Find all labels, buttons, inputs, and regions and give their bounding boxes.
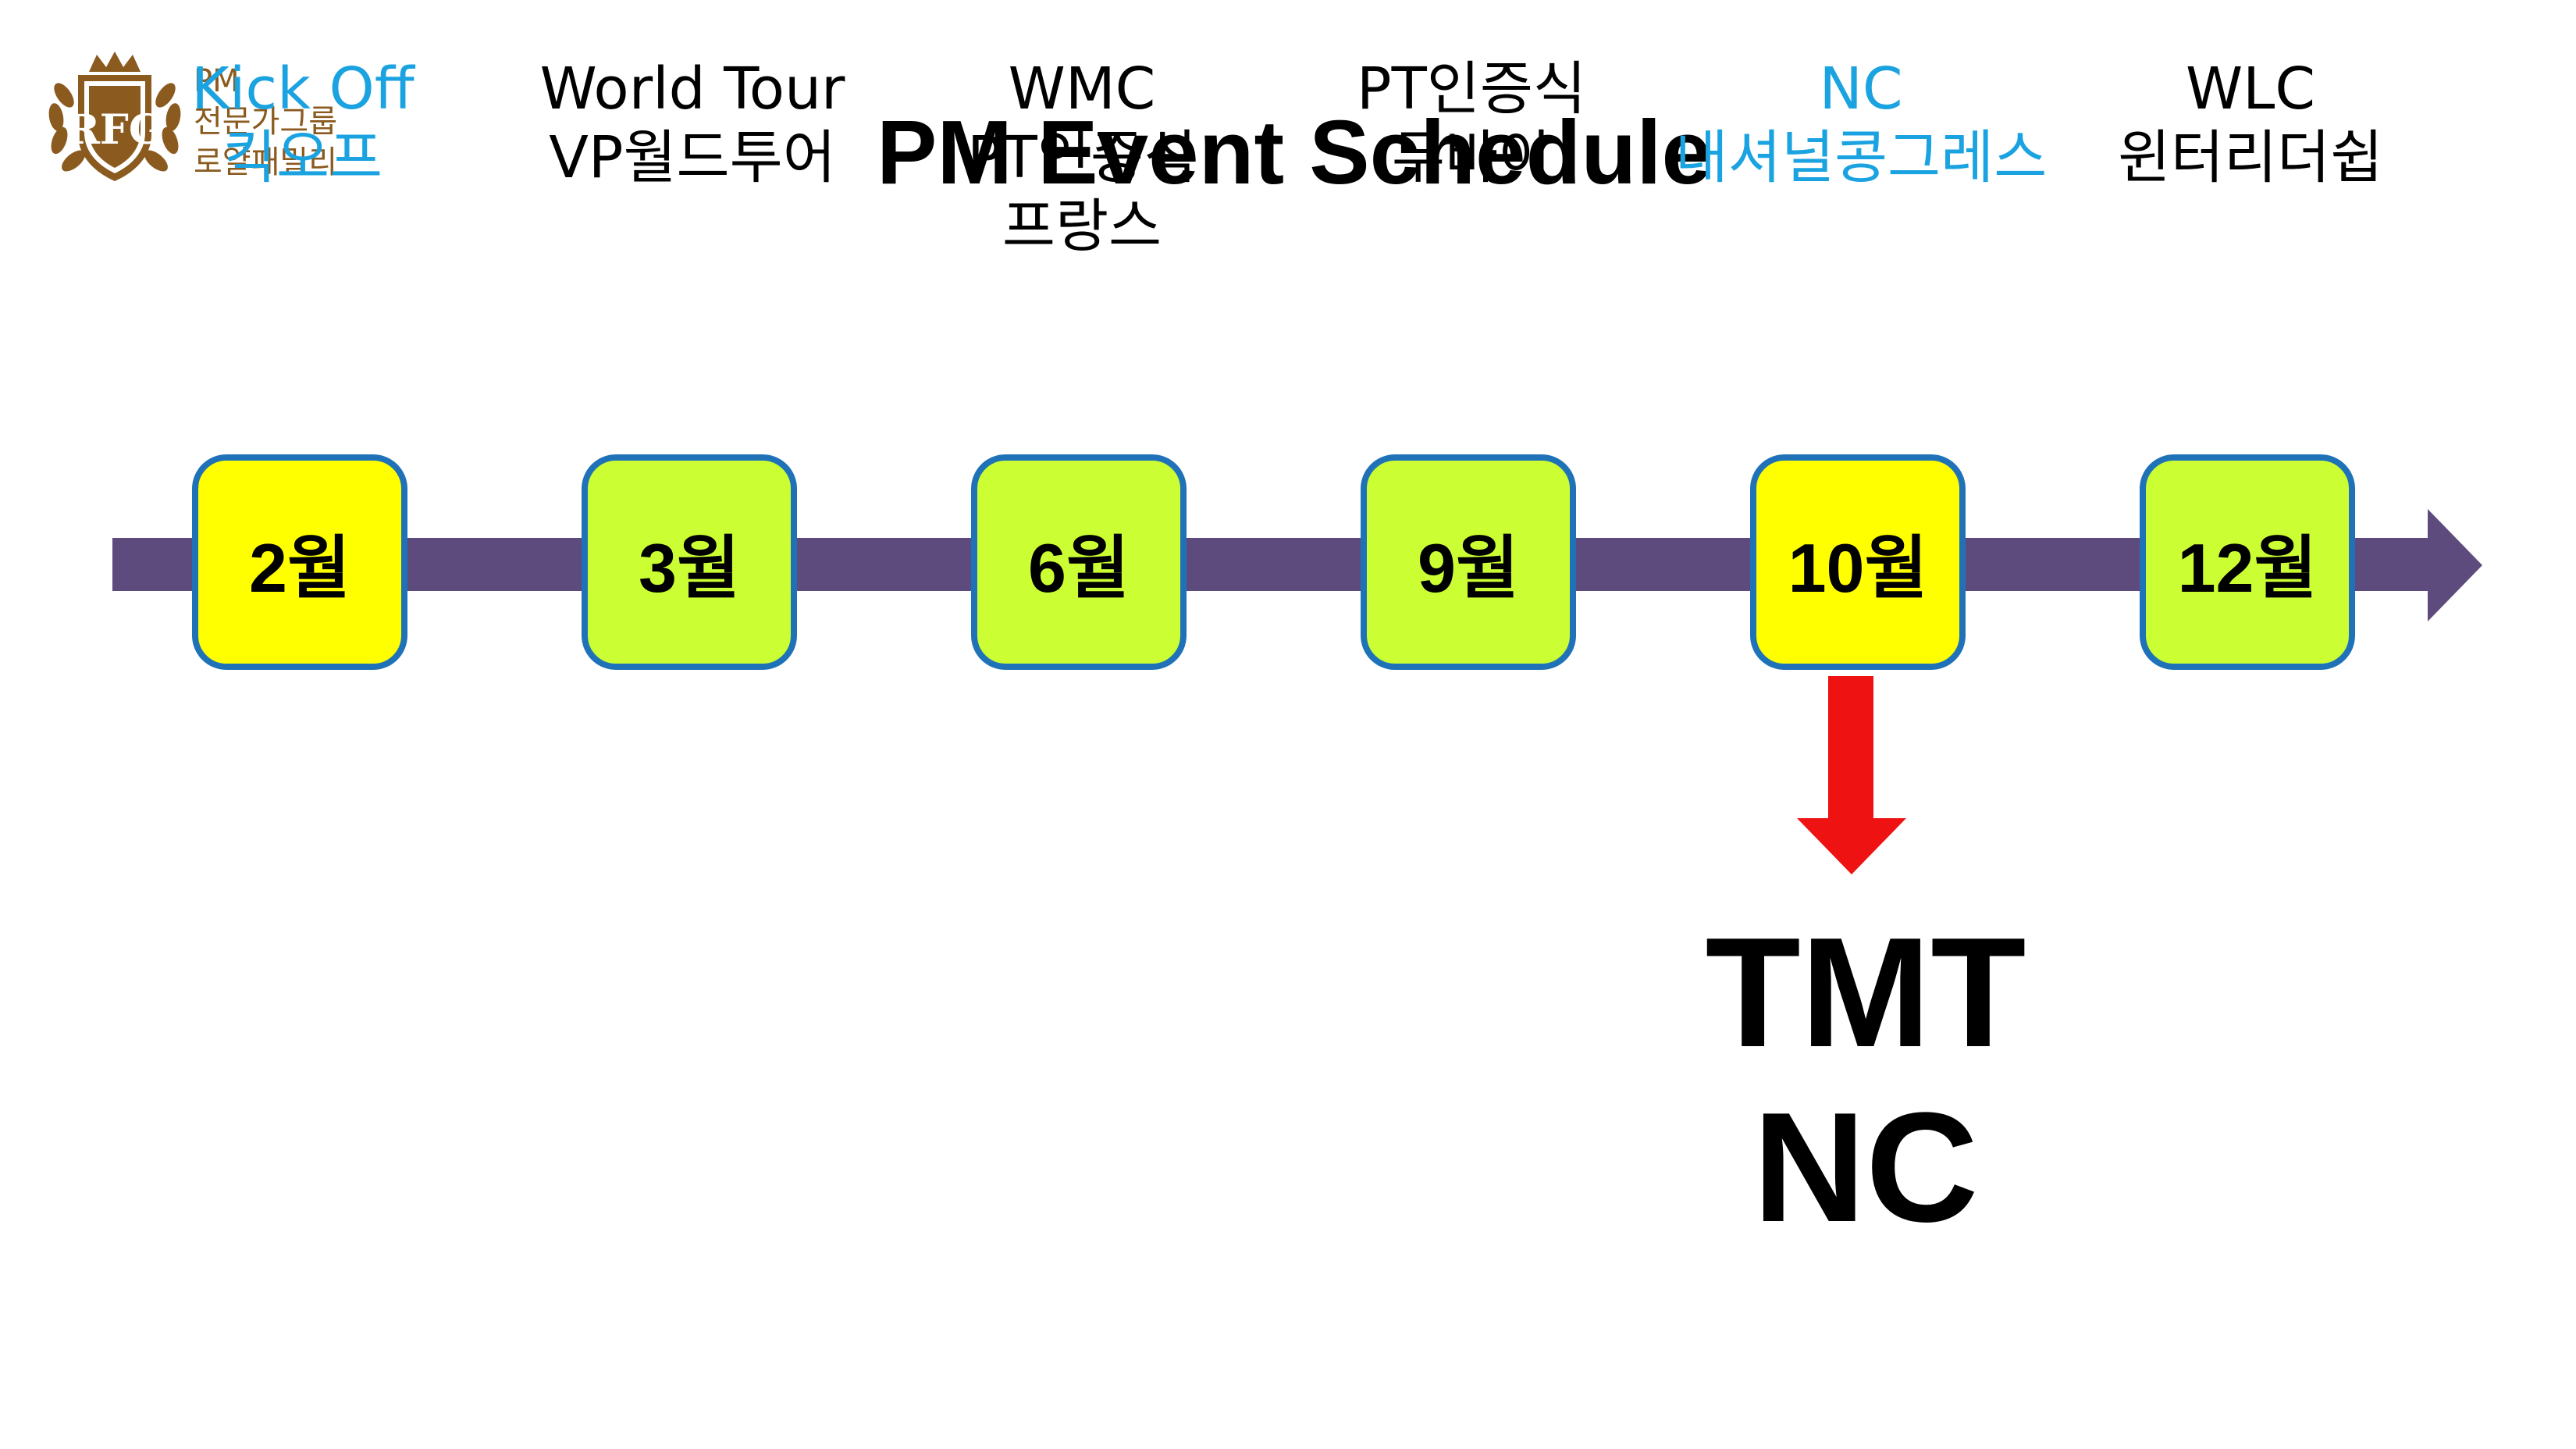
callout-arrow-icon (1797, 818, 1906, 874)
event-label-line: PT인증식 (1356, 55, 1587, 123)
crown-icon (89, 52, 141, 72)
event-label-line: 윈터리더쉽 (2117, 124, 2384, 191)
event-label-line: VP월드투어 (549, 124, 836, 191)
timeline-bar (112, 538, 2431, 591)
event-label-line: NC (1819, 55, 1903, 123)
callout-arrow-shaft (1828, 676, 1873, 821)
callout-line: NC (1752, 1081, 1979, 1255)
event-label-line: 프랑스 (1002, 193, 1162, 260)
event-label-line: WLC (2185, 55, 2316, 123)
event-label-line: 두바이 (1391, 124, 1552, 191)
laurel-right-icon (144, 83, 181, 172)
month-box: 6월 (971, 454, 1187, 670)
month-box: 2월 (192, 454, 407, 670)
page-title: PM Event Schedule (0, 100, 2576, 205)
page-title-text: PM Event Schedule (876, 101, 1713, 203)
month-box: 10월 (1750, 454, 1966, 670)
callout-line: TMT (1705, 906, 2026, 1080)
event-label-line: 킥오프 (222, 124, 383, 191)
month-box: 3월 (582, 454, 797, 670)
logo-line: 전문가그룹 (194, 104, 337, 140)
logo-text: PM 전문가그룹 로얄패밀리 (194, 61, 397, 183)
timeline-arrow-icon (2428, 509, 2482, 621)
event-label-line: 내셔널콩그레스 (1674, 124, 2048, 191)
event-label-line: World Tour (539, 55, 845, 123)
month-box: 12월 (2140, 454, 2355, 670)
event-label-line: PT인증식 (966, 124, 1197, 191)
logo-monogram: RFG (66, 106, 164, 154)
logo-line: PM (194, 63, 240, 99)
event-label-line: WMC (1008, 55, 1156, 123)
callout-text: TMT NC (1655, 906, 2076, 1255)
logo-line: 로얄패밀리 (194, 144, 337, 180)
month-box: 9월 (1361, 454, 1576, 670)
laurel-left-icon (48, 83, 85, 172)
event-label-line: Kick Off (191, 55, 415, 123)
rfg-logo: RFG (48, 52, 181, 181)
